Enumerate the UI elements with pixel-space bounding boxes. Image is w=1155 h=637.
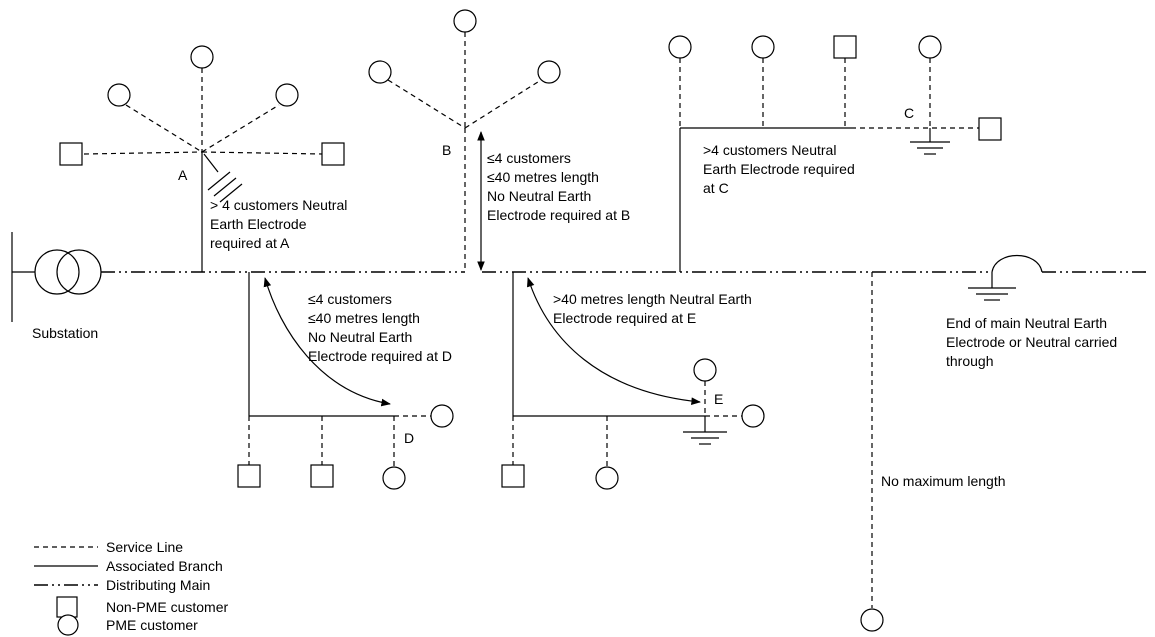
pme-customer-icon — [751, 35, 775, 59]
substation: Substation — [11, 232, 102, 341]
point-d-label: D — [404, 430, 414, 446]
non-pme-customer-icon — [833, 35, 857, 59]
non-pme-customer-icon — [237, 464, 261, 488]
pme-customer-icon — [668, 35, 692, 59]
non-pme-customer-icon — [321, 142, 345, 166]
point-e-label: E — [714, 391, 723, 407]
pme-customer-icon — [430, 404, 454, 428]
legend-item: PME customer — [57, 614, 198, 636]
legend-label: Non-PME customer — [106, 599, 228, 615]
legend-item: Associated Branch — [34, 558, 223, 574]
pme-customer-icon — [693, 358, 717, 382]
point-a-label: A — [178, 167, 188, 183]
pme-circle-icon — [57, 614, 79, 636]
earth-electrode-e-icon — [683, 416, 727, 445]
no-maximum-length-note: No maximum length — [881, 473, 1006, 489]
branch-c: C >4 customers Neutral Earth Electrode r… — [668, 35, 1002, 272]
legend-item: Non-PME customer — [56, 596, 228, 618]
length-arrow-e — [527, 277, 701, 405]
end-of-main-note: End of main Neutral Earth Electrode or N… — [946, 315, 1121, 369]
branch-a: A > 4 customers Neutral Earth Electrode … — [59, 45, 351, 272]
pme-customer-icon — [368, 60, 392, 84]
non-pme-customer-icon — [501, 464, 525, 488]
legend-label: Associated Branch — [106, 558, 223, 574]
note-d: ≤4 customers ≤40 metres length No Neutra… — [308, 291, 452, 364]
end-of-main-earth-icon — [968, 272, 1016, 301]
transformer-icon — [34, 249, 102, 295]
note-e: >40 metres length Neutral Earth Electrod… — [553, 291, 756, 326]
pme-customer-icon — [453, 9, 477, 33]
legend-label: Distributing Main — [106, 577, 210, 593]
legend-label: PME customer — [106, 617, 198, 633]
substation-label: Substation — [32, 325, 98, 341]
non-pme-customer-icon — [310, 464, 334, 488]
pme-customer-icon — [860, 608, 884, 632]
pme-customer-icon — [595, 466, 619, 490]
earth-electrode-c-icon — [910, 128, 950, 155]
branch-b: B ≤4 customers ≤40 metres length No Neut… — [368, 9, 630, 272]
distributing-main — [101, 254, 1150, 273]
legend: Service Line Associated Branch Distribut… — [34, 539, 228, 636]
pme-customer-icon — [537, 60, 561, 84]
legend-label: Service Line — [106, 539, 183, 555]
long-service-line: No maximum length — [860, 272, 1006, 632]
point-c-label: C — [904, 105, 914, 121]
note-c: >4 customers Neutral Earth Electrode req… — [703, 142, 859, 196]
note-b: ≤4 customers ≤40 metres length No Neutra… — [487, 150, 630, 223]
non-pme-customer-icon — [59, 142, 83, 166]
pme-customer-icon — [275, 83, 299, 107]
neutral-bridge-arc — [991, 254, 1043, 273]
pme-customer-icon — [918, 35, 942, 59]
legend-item: Service Line — [34, 539, 183, 555]
non-pme-square-icon — [56, 596, 78, 618]
pme-customer-icon — [107, 83, 131, 107]
branch-e: E >40 metres length Neutral Earth Electr… — [501, 272, 765, 490]
pme-customer-icon — [741, 404, 765, 428]
point-b-label: B — [442, 142, 451, 158]
non-pme-customer-icon — [978, 117, 1002, 141]
length-arrow-d — [263, 277, 391, 407]
legend-item: Distributing Main — [34, 577, 210, 593]
note-a: > 4 customers Neutral Earth Electrode re… — [210, 197, 351, 251]
earth-electrode-a-icon — [203, 153, 243, 203]
pme-customer-icon — [190, 45, 214, 69]
pme-customer-icon — [382, 466, 406, 490]
branch-d: D ≤4 customers ≤40 metres length No Neut… — [237, 272, 454, 490]
